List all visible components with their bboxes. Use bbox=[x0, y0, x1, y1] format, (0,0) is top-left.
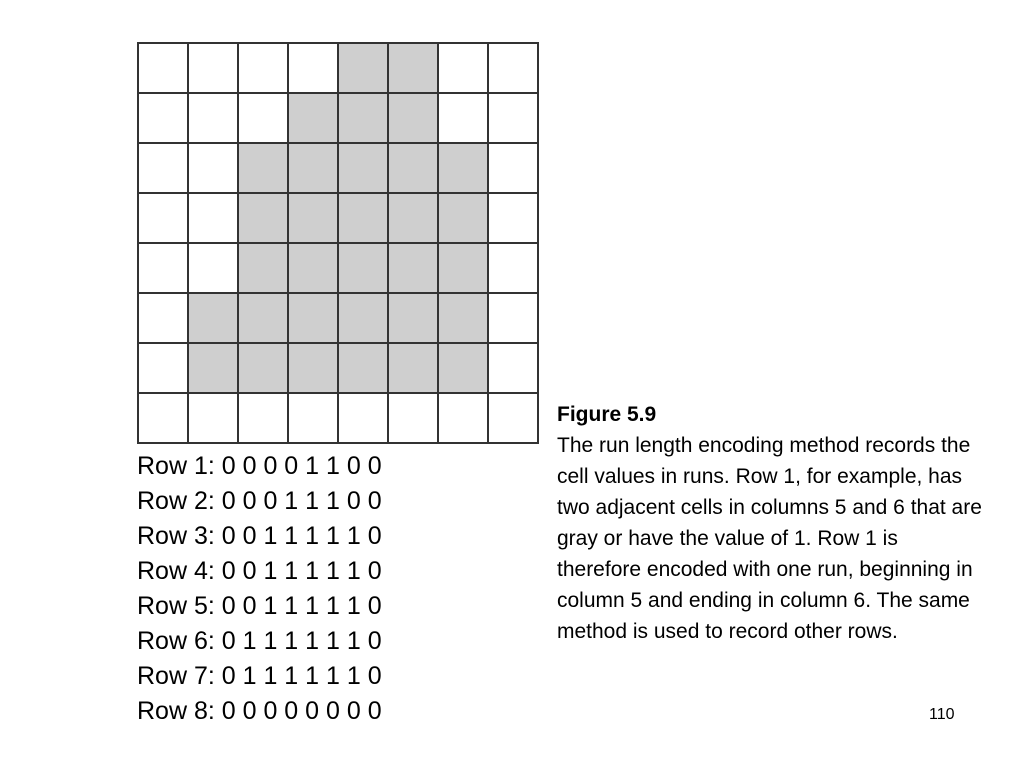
grid-cell-r5-c2 bbox=[189, 244, 239, 294]
grid-cell-r4-c8 bbox=[489, 194, 539, 244]
grid-cell-r3-c6 bbox=[389, 144, 439, 194]
grid-cell-r3-c4 bbox=[289, 144, 339, 194]
grid-cell-r8-c6 bbox=[389, 394, 439, 444]
grid-cell-r7-c3 bbox=[239, 344, 289, 394]
grid-cell-r1-c4 bbox=[289, 44, 339, 94]
grid-cell-r3-c3 bbox=[239, 144, 289, 194]
grid-cell-r7-c4 bbox=[289, 344, 339, 394]
grid-cell-r8-c4 bbox=[289, 394, 339, 444]
grid-cell-r8-c7 bbox=[439, 394, 489, 444]
grid-cell-r5-c8 bbox=[489, 244, 539, 294]
grid-cell-r1-c1 bbox=[139, 44, 189, 94]
grid-cell-r6-c7 bbox=[439, 294, 489, 344]
grid-cell-r4-c4 bbox=[289, 194, 339, 244]
raster-grid bbox=[137, 42, 539, 444]
grid-cell-r4-c6 bbox=[389, 194, 439, 244]
grid-cell-r5-c6 bbox=[389, 244, 439, 294]
grid-cell-r3-c2 bbox=[189, 144, 239, 194]
grid-cell-r6-c6 bbox=[389, 294, 439, 344]
grid-cell-r6-c4 bbox=[289, 294, 339, 344]
grid-cell-r7-c8 bbox=[489, 344, 539, 394]
grid-cell-r8-c8 bbox=[489, 394, 539, 444]
grid-cell-r7-c2 bbox=[189, 344, 239, 394]
grid-cell-r3-c8 bbox=[489, 144, 539, 194]
row-encoding-8: Row 8: 0 0 0 0 0 0 0 0 bbox=[137, 697, 382, 725]
grid-cell-r2-c1 bbox=[139, 94, 189, 144]
grid-cell-r1-c2 bbox=[189, 44, 239, 94]
grid-cell-r4-c3 bbox=[239, 194, 289, 244]
grid-cell-r4-c1 bbox=[139, 194, 189, 244]
grid-cell-r1-c8 bbox=[489, 44, 539, 94]
grid-cell-r3-c5 bbox=[339, 144, 389, 194]
grid-cell-r2-c5 bbox=[339, 94, 389, 144]
grid-cell-r2-c6 bbox=[389, 94, 439, 144]
grid-cell-r4-c7 bbox=[439, 194, 489, 244]
figure-description: The run length encoding method records t… bbox=[557, 434, 982, 643]
grid-cell-r5-c5 bbox=[339, 244, 389, 294]
row-encoding-list: Row 1: 0 0 0 0 1 1 0 0 Row 2: 0 0 0 1 1 … bbox=[137, 449, 382, 729]
page-number: 110 bbox=[929, 706, 955, 723]
grid-cell-r6-c2 bbox=[189, 294, 239, 344]
grid-cell-r5-c4 bbox=[289, 244, 339, 294]
grid-cell-r1-c6 bbox=[389, 44, 439, 94]
figure-title: Figure 5.9 bbox=[557, 403, 657, 426]
figure-caption: Figure 5.9 The run length encoding metho… bbox=[557, 399, 987, 647]
grid-cell-r6-c8 bbox=[489, 294, 539, 344]
row-encoding-1: Row 1: 0 0 0 0 1 1 0 0 bbox=[137, 452, 382, 480]
grid-cell-r7-c5 bbox=[339, 344, 389, 394]
grid-cell-r2-c2 bbox=[189, 94, 239, 144]
grid-cell-r6-c1 bbox=[139, 294, 189, 344]
grid-cell-r8-c1 bbox=[139, 394, 189, 444]
grid-cell-r1-c3 bbox=[239, 44, 289, 94]
grid-cell-r5-c7 bbox=[439, 244, 489, 294]
grid-cell-r5-c3 bbox=[239, 244, 289, 294]
grid-cell-r6-c5 bbox=[339, 294, 389, 344]
grid-cell-r7-c1 bbox=[139, 344, 189, 394]
grid-cell-r2-c7 bbox=[439, 94, 489, 144]
row-encoding-5: Row 5: 0 0 1 1 1 1 1 0 bbox=[137, 592, 382, 620]
grid-cell-r2-c3 bbox=[239, 94, 289, 144]
grid-cell-r8-c3 bbox=[239, 394, 289, 444]
row-encoding-7: Row 7: 0 1 1 1 1 1 1 0 bbox=[137, 662, 382, 690]
grid-cell-r3-c1 bbox=[139, 144, 189, 194]
grid-cell-r5-c1 bbox=[139, 244, 189, 294]
grid-cell-r1-c7 bbox=[439, 44, 489, 94]
grid-cell-r3-c7 bbox=[439, 144, 489, 194]
grid-cell-r4-c5 bbox=[339, 194, 389, 244]
grid-cell-r6-c3 bbox=[239, 294, 289, 344]
grid-cell-r2-c8 bbox=[489, 94, 539, 144]
grid-cell-r4-c2 bbox=[189, 194, 239, 244]
grid-cell-r1-c5 bbox=[339, 44, 389, 94]
row-encoding-6: Row 6: 0 1 1 1 1 1 1 0 bbox=[137, 627, 382, 655]
row-encoding-2: Row 2: 0 0 0 1 1 1 0 0 bbox=[137, 487, 382, 515]
grid-cell-r8-c5 bbox=[339, 394, 389, 444]
grid-cell-r2-c4 bbox=[289, 94, 339, 144]
grid-cell-r7-c6 bbox=[389, 344, 439, 394]
row-encoding-4: Row 4: 0 0 1 1 1 1 1 0 bbox=[137, 557, 382, 585]
grid-cell-r7-c7 bbox=[439, 344, 489, 394]
grid-cell-r8-c2 bbox=[189, 394, 239, 444]
row-encoding-3: Row 3: 0 0 1 1 1 1 1 0 bbox=[137, 522, 382, 550]
